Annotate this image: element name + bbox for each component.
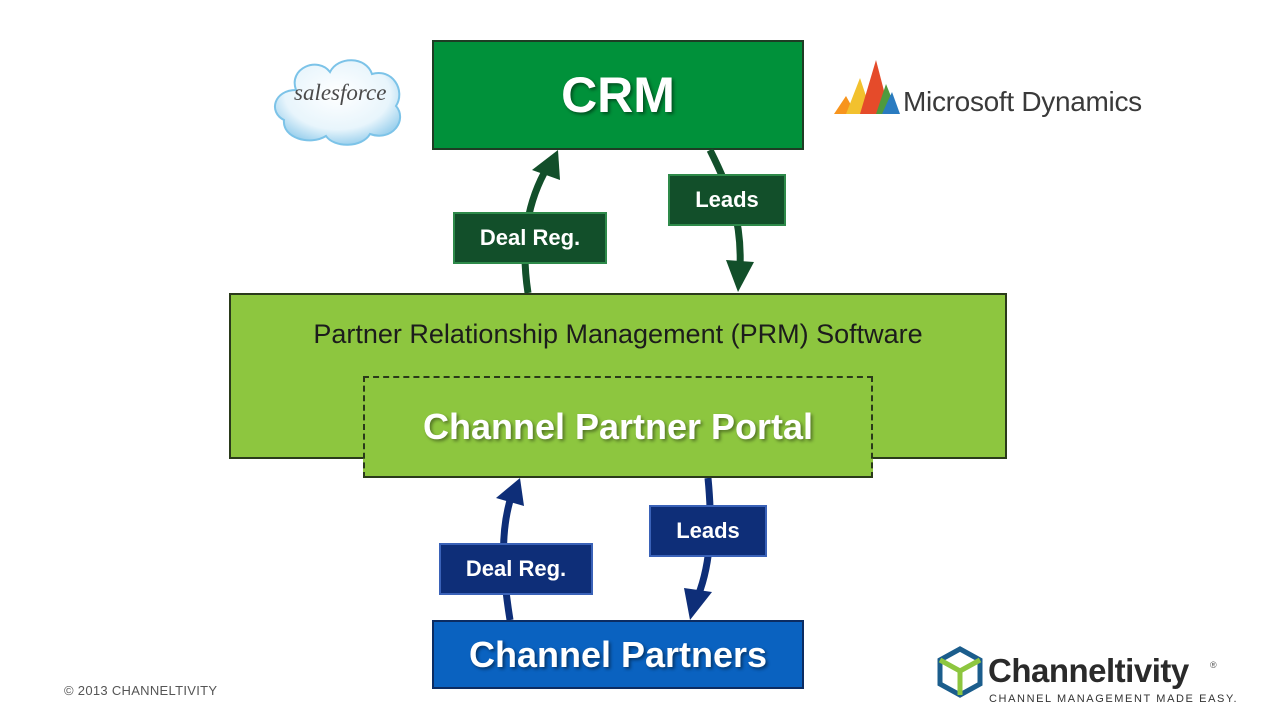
channeltivity-logo-name: Channeltivity [988,652,1189,689]
arrow-head-up-green [532,150,560,180]
channel-partners-box: Channel Partners [432,620,804,689]
arrow-head-up-blue [496,478,524,506]
deal-reg-tag-top: Deal Reg. [453,212,607,264]
channel-partner-portal-box: Channel Partner Portal [363,376,873,478]
leads-tag-top: Leads [668,174,786,226]
channeltivity-tagline: CHANNEL MANAGEMENT MADE EASY. [989,693,1239,705]
salesforce-logo-text: salesforce [294,80,387,105]
prm-software-label: Partner Relationship Management (PRM) So… [313,319,923,349]
microsoft-dynamics-icon [834,60,900,114]
arrow-head-down-green [726,260,754,292]
channel-partner-portal-label: Channel Partner Portal [422,406,814,447]
crm-label: CRM [561,67,675,123]
channeltivity-cube-icon [937,646,983,698]
salesforce-logo [273,59,402,146]
deal-reg-tag-bottom: Deal Reg. [439,543,593,595]
channel-partners-label: Channel Partners [468,633,768,675]
copyright-text: © 2013 CHANNELTIVITY [64,683,218,698]
arrow-head-down-blue [684,588,712,620]
crm-box: CRM [432,40,804,150]
leads-tag-bottom: Leads [649,505,767,557]
channeltivity-registered-mark: ® [1210,660,1217,670]
microsoft-dynamics-logo-text: Microsoft Dynamics [903,86,1142,117]
